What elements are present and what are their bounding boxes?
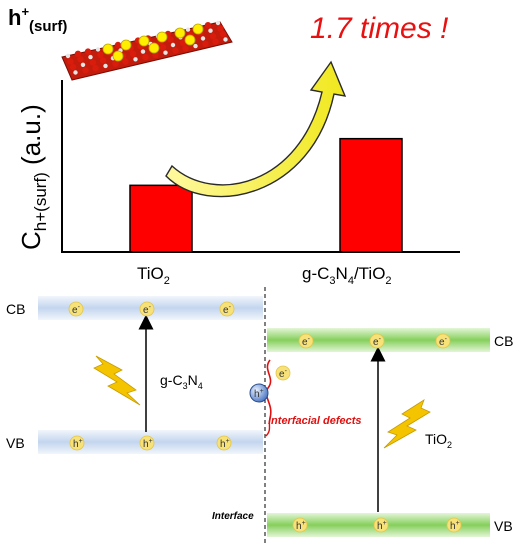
gcn-material-label: g-C3N4 (160, 372, 203, 391)
slab-atom (122, 58, 129, 65)
slab-atom (219, 30, 227, 38)
hole-label: h+ (220, 438, 230, 450)
slab-atom (69, 63, 77, 71)
slab-atom (215, 20, 221, 26)
electron-icon (68, 301, 84, 317)
slab-atom (129, 50, 137, 57)
slab-atom (140, 49, 146, 54)
electron-icon (435, 333, 451, 349)
slab-atom (167, 36, 174, 43)
y-axis-label: Ch+(surf) (a.u.) (16, 104, 50, 250)
slab-atom (163, 50, 168, 55)
hole-label: h+ (73, 438, 83, 450)
defect-hole-icon (249, 383, 269, 403)
electron-label: e- (223, 304, 232, 316)
slab-atom (209, 33, 217, 40)
hole-icon (216, 435, 232, 451)
vb-label-right: VB (494, 518, 513, 534)
electron-label: e- (439, 336, 448, 348)
light-bolt-icon (383, 399, 431, 449)
slab-atom (182, 45, 189, 52)
hole-label: h+ (143, 438, 153, 450)
chart-axes (61, 80, 460, 253)
defect-electron-icon (275, 365, 291, 381)
slab-atom (77, 56, 84, 63)
defects-label: Interfacial defects (268, 415, 362, 427)
inset-label: h+(surf) (8, 4, 67, 35)
slab-atom (179, 39, 187, 46)
slab-atom (99, 57, 107, 64)
slab-atom (208, 28, 213, 33)
defect-wave (265, 359, 272, 419)
hole-icon (373, 517, 389, 533)
slab-atom (193, 43, 198, 49)
slab-atom (82, 67, 89, 74)
bar-gcn-tio2 (339, 137, 403, 253)
slab-atom (133, 57, 138, 62)
defect-hole-label: h+ (254, 388, 264, 400)
bar-chart: Ch+(surf) (a.u.) TiO2 g-C3N4/TiO2 1.7 ti… (8, 4, 460, 287)
hole-icon (139, 435, 155, 451)
slab-atom (73, 70, 78, 75)
slab-atom (88, 54, 93, 60)
electron-icon (219, 301, 235, 317)
electron-label: e- (373, 336, 382, 348)
slab-atom (95, 47, 101, 52)
x-tick-tio2: TiO2 (137, 264, 170, 287)
curved-arrow-icon (165, 60, 347, 198)
x-tick-gcn-tio2: g-C3N4/TiO2 (302, 264, 392, 287)
electron-icon (369, 333, 385, 349)
hole-icon (446, 517, 462, 533)
slab-atom (74, 50, 82, 57)
electron-label: e- (72, 304, 81, 316)
defect-electron-label: e- (279, 368, 288, 380)
electron-label: e- (143, 304, 152, 316)
hole-label: h+ (450, 520, 460, 532)
slab-atom (200, 36, 206, 41)
slab-atom (80, 62, 86, 67)
hole-label: h+ (377, 520, 387, 532)
electron-icon (298, 333, 314, 349)
hole-icon (292, 517, 308, 533)
slab-atom (217, 25, 224, 32)
tio2-material-label: TiO2 (425, 431, 452, 450)
slab-atom (67, 58, 74, 65)
electron-label: e- (302, 336, 311, 348)
ratio-annotation: 1.7 times ! (310, 12, 449, 45)
slab-atom (92, 64, 99, 72)
cb-label-left: CB (6, 301, 25, 317)
electron-icon (139, 301, 155, 317)
slab-atom (204, 22, 212, 29)
light-bolt-icon (93, 355, 141, 406)
slab-atom (159, 44, 167, 51)
slab-atom (65, 53, 71, 59)
band-diagram: CB VB CB VB g-C3N4 TiO2 e-e-e-h+ h+ h+ e-e-… (6, 287, 513, 546)
vb-label-left: VB (6, 435, 25, 451)
slab-atom (84, 48, 92, 55)
hole-label: h+ (296, 520, 306, 532)
slab-atom (212, 38, 219, 45)
cb-label-right: CB (494, 333, 513, 349)
slab-atom (185, 27, 191, 32)
slab-atom (112, 60, 119, 67)
slab-atom (89, 59, 97, 66)
bar-tio2 (129, 184, 193, 253)
slab-atom (172, 47, 179, 54)
slab-atom (114, 41, 122, 49)
interface-label: Interface (212, 511, 254, 522)
slab-atom (202, 40, 209, 48)
slab-atom (170, 42, 176, 48)
slab-atom (223, 37, 228, 42)
slab-atom (97, 51, 104, 59)
hole-icon (69, 435, 85, 451)
crystal-slab-icon (61, 20, 233, 81)
slab-atom (103, 63, 108, 69)
slab-atom (142, 53, 149, 61)
